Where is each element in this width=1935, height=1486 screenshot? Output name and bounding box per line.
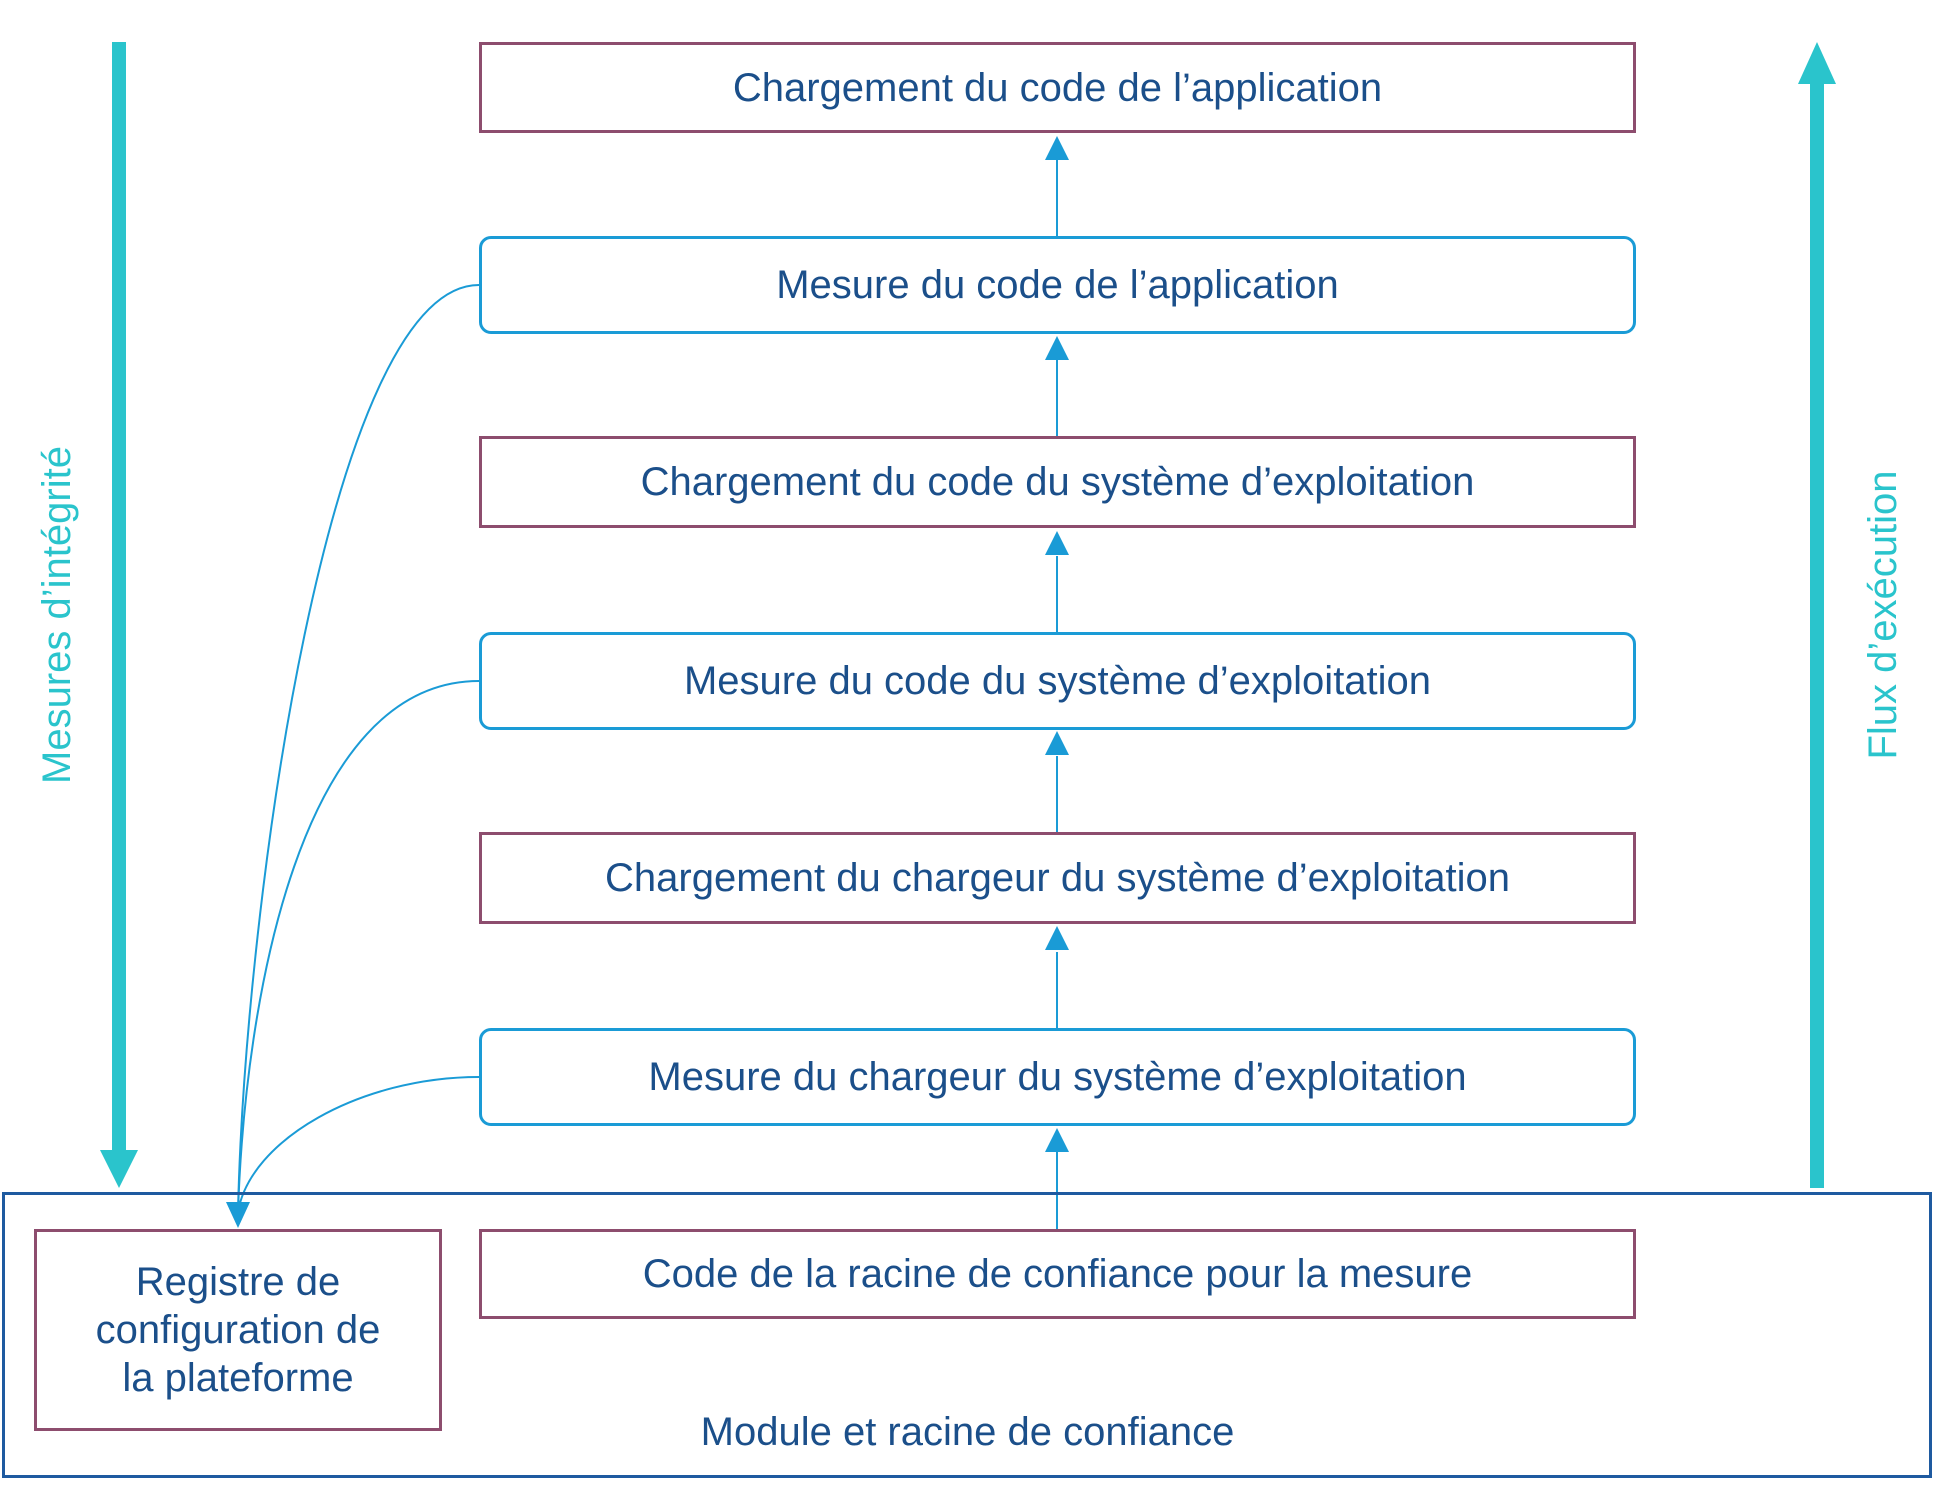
box-loader-measure: Mesure du chargeur du système d’exploita… <box>479 1028 1636 1126</box>
step-connector <box>1045 731 1069 832</box>
step-connector <box>1045 531 1069 632</box>
measurement-curve <box>237 1076 480 1213</box>
step-connector <box>1045 136 1069 236</box>
module-container <box>2 1192 1932 1478</box>
register-line: la plateforme <box>122 1356 354 1400</box>
module-label: Module et racine de confiance <box>700 1410 1235 1454</box>
box-platform-register: Registre de configuration de la platefor… <box>34 1229 442 1431</box>
measurement-curve <box>237 284 480 1213</box>
execution-flow-arrow <box>1798 42 1836 1188</box>
register-line: configuration de <box>95 1308 381 1352</box>
box-os-load: Chargement du code du système d’exploita… <box>479 436 1636 528</box>
step-connector <box>1045 926 1069 1028</box>
register-arrowhead <box>226 1202 250 1228</box>
box-loader-load: Chargement du chargeur du système d’expl… <box>479 832 1636 924</box>
measurement-curve <box>237 680 480 1213</box>
execution-flow-label: Flux d’exécution <box>1861 470 1905 760</box>
step-connector <box>1045 1128 1069 1229</box>
register-line: Registre de <box>135 1260 341 1304</box>
integrity-measures-label: Mesures d’intégrité <box>35 446 79 784</box>
box-app-measure: Mesure du code de l’application <box>479 236 1636 334</box>
step-connector <box>1045 336 1069 436</box>
box-rtm-code: Code de la racine de confiance pour la m… <box>479 1229 1636 1319</box>
integrity-measure-arrow <box>100 42 138 1188</box>
box-app-load: Chargement du code de l’application <box>479 42 1636 133</box>
box-os-measure: Mesure du code du système d’exploitation <box>479 632 1636 730</box>
